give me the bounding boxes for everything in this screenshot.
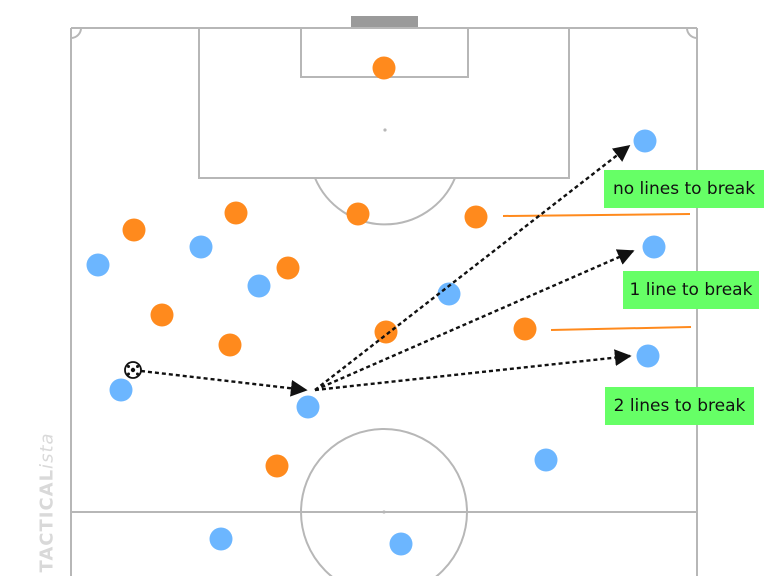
blue-player — [636, 344, 660, 368]
orange-player — [513, 317, 537, 341]
blue-player — [247, 274, 271, 298]
orange-player — [218, 333, 242, 357]
label-two-lines-to-break: 2 lines to break — [605, 387, 754, 425]
ball-panel — [127, 372, 130, 376]
centre-circle — [300, 428, 468, 576]
blue-player — [389, 532, 413, 556]
orange-player — [224, 201, 248, 225]
pass-arrows — [140, 144, 635, 397]
corner-arc-right — [686, 27, 698, 39]
orange-player — [265, 454, 289, 478]
blue-player — [633, 129, 657, 153]
centre-spot — [382, 510, 386, 514]
blue-player — [109, 378, 133, 402]
blue-player — [296, 395, 320, 419]
label-no-lines-to-break: no lines to break — [604, 170, 764, 208]
line-marker-1 — [502, 213, 691, 217]
blue-player — [534, 448, 558, 472]
ball-panel — [130, 367, 136, 373]
orange-player — [374, 320, 398, 344]
ball-panel — [127, 365, 130, 368]
orange-player — [464, 205, 488, 229]
watermark-main: TACTICAL — [36, 468, 58, 573]
pass-arrow-two-lines — [314, 349, 632, 392]
pitch — [70, 16, 698, 576]
pass-arrow-to-pivot — [140, 369, 308, 397]
blue-team — [86, 129, 666, 556]
orange-player — [346, 202, 370, 226]
penalty-spot — [383, 128, 387, 132]
ball-panel — [136, 365, 139, 368]
orange-player — [276, 256, 300, 280]
ball — [124, 361, 142, 379]
blue-player — [86, 253, 110, 277]
orange-player — [150, 303, 174, 327]
orange-team — [122, 56, 537, 478]
blue-player — [209, 527, 233, 551]
goal — [351, 16, 418, 27]
watermark-logo: TACTICALista — [37, 428, 58, 578]
blue-player — [437, 282, 461, 306]
penalty-arc — [314, 177, 456, 226]
orange-player — [372, 56, 396, 80]
pass-arrow-one-line — [314, 249, 635, 392]
penalty-box — [198, 27, 570, 179]
orange-player — [122, 218, 146, 242]
blue-player — [642, 235, 666, 259]
pass-arrow-no-lines — [314, 144, 631, 391]
corner-arc-left — [70, 27, 82, 39]
watermark-italic: ista — [36, 432, 58, 469]
blue-player — [189, 235, 213, 259]
line-markers — [502, 213, 692, 331]
line-marker-2 — [550, 326, 692, 331]
ball-panel — [136, 372, 139, 376]
label-one-line-to-break: 1 line to break — [623, 271, 759, 309]
